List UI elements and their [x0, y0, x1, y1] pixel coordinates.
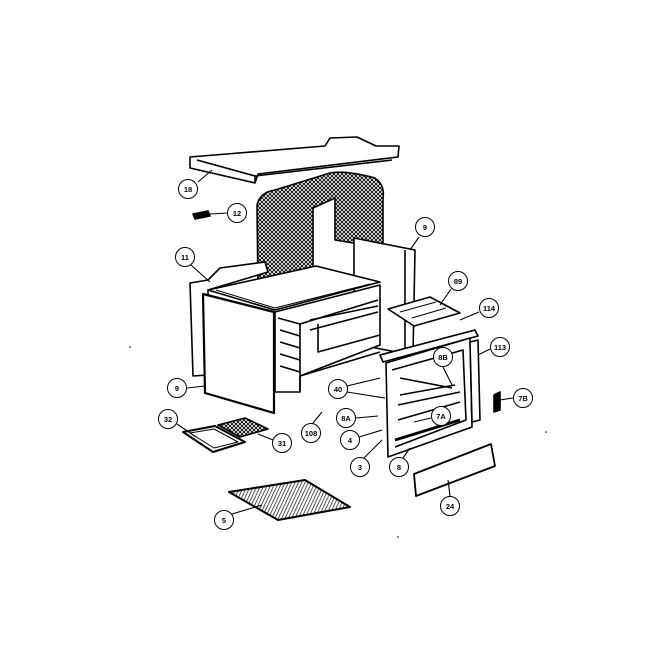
callout-40[interactable]: 40: [328, 379, 348, 399]
callout-108[interactable]: 108: [301, 423, 321, 443]
bracket-plate-part: [387, 296, 461, 327]
callout-7b[interactable]: 7B: [513, 388, 533, 408]
callout-11[interactable]: 11: [175, 247, 195, 267]
front-frame-strip-part: [379, 329, 479, 363]
leader-lines: [176, 169, 514, 515]
clip-part: [192, 210, 211, 220]
top-frame-part: [189, 136, 400, 184]
insulation-blanket: [256, 171, 385, 291]
drip-pan-frame-part: [182, 425, 246, 453]
callout-7a[interactable]: 7A: [431, 406, 451, 426]
callout-8[interactable]: 8: [389, 457, 409, 477]
oven-rack-part: [228, 479, 351, 521]
callout-5[interactable]: 5: [214, 510, 234, 530]
callout-113[interactable]: 113: [490, 337, 510, 357]
callout-8a[interactable]: 8A: [336, 408, 356, 428]
callout-32[interactable]: 32: [158, 409, 178, 429]
left-side-panel-part: [201, 292, 276, 415]
callout-4[interactable]: 4: [340, 430, 360, 450]
callout-3[interactable]: 3: [350, 457, 370, 477]
callout-8b[interactable]: 8B: [433, 347, 453, 367]
callout-31[interactable]: 31: [272, 433, 292, 453]
callout-89[interactable]: 89: [448, 271, 468, 291]
callout-18[interactable]: 18: [178, 179, 198, 199]
front-frame-part: [385, 337, 473, 458]
vertical-trim-part: [469, 339, 481, 423]
callout-9-left[interactable]: 9: [167, 378, 187, 398]
kick-panel-part: [413, 443, 496, 497]
hinge-bracket-part: [493, 391, 501, 413]
callout-24[interactable]: 24: [440, 496, 460, 516]
grate-part: [217, 417, 269, 438]
callout-12[interactable]: 12: [227, 203, 247, 223]
callout-9-right[interactable]: 9: [415, 217, 435, 237]
callout-114[interactable]: 114: [479, 298, 499, 318]
